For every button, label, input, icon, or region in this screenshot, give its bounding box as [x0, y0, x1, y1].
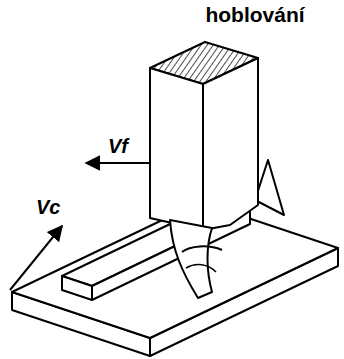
feed-arrow [86, 162, 150, 164]
cutting-speed-arrow [10, 226, 62, 290]
holder-front [150, 68, 203, 230]
feed-velocity-label: Vf [108, 135, 128, 158]
workpiece-top [12, 202, 338, 338]
cutting-velocity-label: Vc [36, 196, 60, 219]
cutting-tool [170, 220, 212, 298]
holder-side [203, 58, 258, 230]
title: hoblování [205, 3, 304, 27]
chip [186, 265, 216, 272]
ridge-front [62, 276, 92, 300]
tool-edge [182, 246, 222, 252]
tool-support [255, 160, 284, 215]
